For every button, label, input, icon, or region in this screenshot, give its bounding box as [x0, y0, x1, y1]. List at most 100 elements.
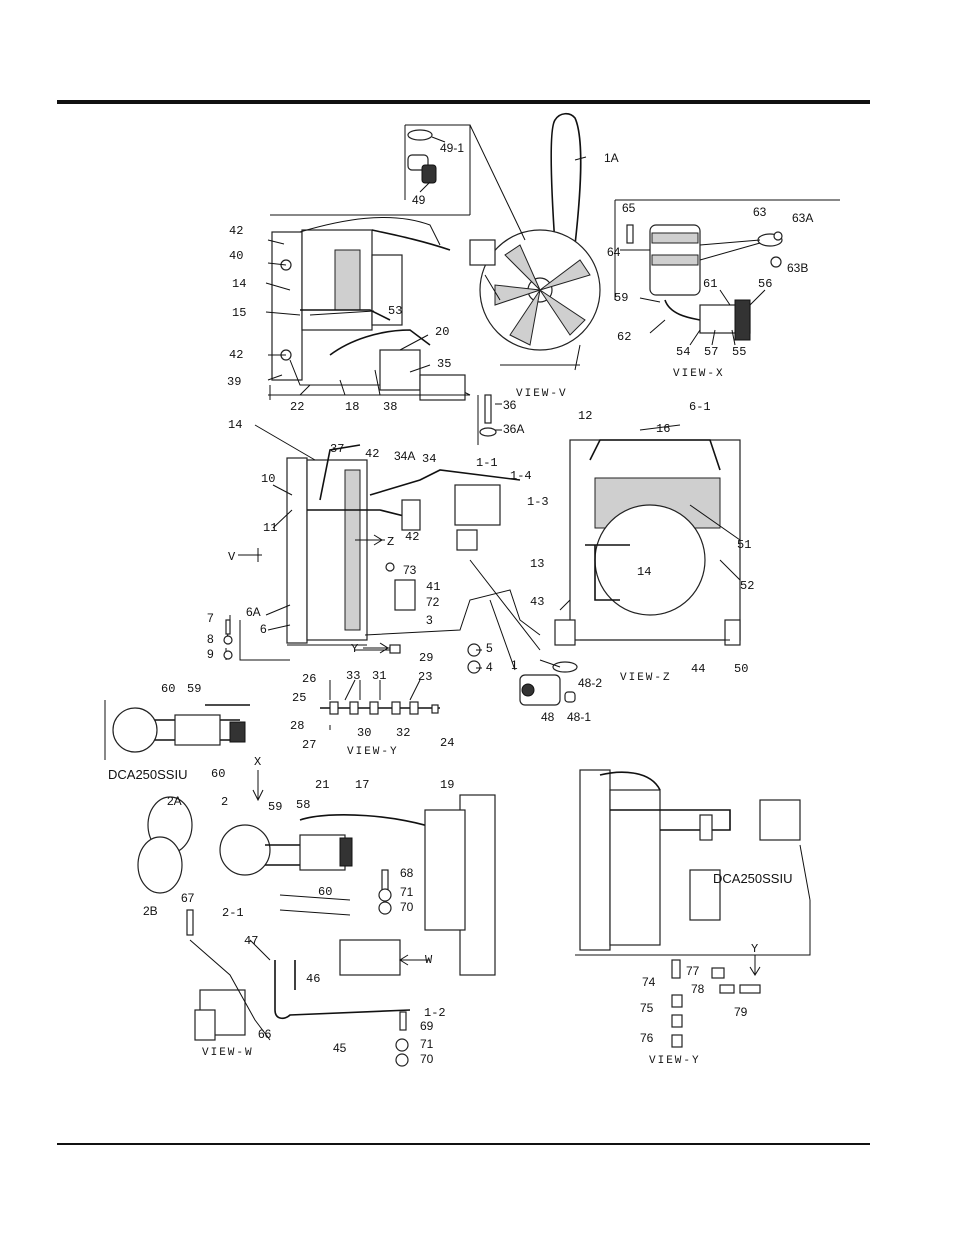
view-z-radiator	[554, 424, 741, 646]
callout-label: 69	[420, 1019, 434, 1033]
callout-label: 57	[704, 345, 718, 359]
lower-right-assembly	[575, 769, 811, 956]
callout-label: 48-1	[567, 710, 591, 724]
callout-label: 8	[207, 632, 214, 646]
callout-label: 25	[292, 691, 306, 705]
callout-label: 29	[419, 651, 433, 665]
callout-label: 14	[228, 418, 242, 432]
callout-label: 63A	[792, 211, 813, 225]
callout-label: 16	[656, 422, 670, 436]
callout-label: 68	[400, 866, 414, 880]
callout-label: 50	[734, 662, 748, 676]
view-title: VIEW-Y	[347, 746, 399, 758]
callout-label: 21	[315, 778, 329, 792]
callout-label: 6	[260, 622, 267, 636]
callout-label: 38	[383, 400, 397, 414]
callout-label: 54	[676, 345, 690, 359]
callout-label: 11	[263, 521, 277, 535]
callout-label: 1-2	[424, 1006, 446, 1020]
view-title: VIEW-X	[673, 368, 725, 380]
callout-label: 59	[614, 291, 628, 305]
view-title: VIEW-Y	[649, 1055, 701, 1067]
callout-label: 47	[244, 934, 258, 948]
callout-label: 42	[229, 348, 243, 362]
callout-label: 32	[396, 726, 410, 740]
callout-label: 56	[758, 277, 772, 291]
callout-label: 40	[229, 249, 243, 263]
view-y-upper-hoses	[320, 679, 440, 730]
callout-label: 64	[607, 245, 621, 259]
callout-label: 67	[181, 891, 195, 905]
callout-label: 78	[691, 982, 705, 996]
sensor-parts	[519, 659, 578, 706]
callout-label: 1-4	[510, 469, 532, 483]
callout-label: 45	[333, 1041, 347, 1055]
callout-label: 19	[440, 778, 454, 792]
top-left-assembly	[265, 214, 471, 401]
callout-label: 2	[221, 795, 228, 809]
callout-label: 49-1	[440, 141, 464, 155]
callout-label: 2B	[143, 904, 158, 918]
callout-label: 60	[211, 767, 225, 781]
arrow-marker-label: Y	[751, 942, 758, 956]
callout-label: 34	[422, 452, 436, 466]
callout-label: 6A	[246, 605, 261, 619]
view-x-air-cleaner	[614, 199, 840, 346]
callout-label: 3	[426, 613, 433, 627]
callout-label: 24	[440, 736, 454, 750]
model-note: DCA250SSIU	[713, 871, 792, 886]
callout-label: 22	[290, 400, 304, 414]
callout-label: 53	[388, 304, 402, 318]
callout-label: 60	[161, 682, 175, 696]
callout-label: 36A	[503, 422, 524, 436]
callout-label: 34A	[394, 449, 415, 463]
footer-rule	[57, 1143, 870, 1145]
callout-label: 44	[691, 662, 705, 676]
callout-label: 70	[400, 900, 414, 914]
callout-label: 2A	[167, 794, 182, 808]
callout-label: 18	[345, 400, 359, 414]
callout-label: 49	[412, 193, 426, 207]
air-intake-assembly	[137, 794, 496, 1067]
callout-label: 17	[355, 778, 369, 792]
callout-label: 79	[734, 1005, 748, 1019]
callout-label: 52	[740, 579, 754, 593]
callout-label: 63B	[787, 261, 808, 275]
callout-label: 20	[435, 325, 449, 339]
model-note: DCA250SSIU	[108, 767, 187, 782]
callout-label: 2-1	[222, 906, 244, 920]
callout-label: 14	[232, 277, 246, 291]
callout-label: 4	[486, 660, 493, 674]
callout-label: 71	[400, 885, 414, 899]
arrow-markers	[238, 534, 761, 976]
callout-label: 76	[640, 1031, 654, 1045]
callout-label: 33	[346, 669, 360, 683]
arrow-marker-label: Y	[351, 642, 358, 656]
callout-label: 71	[420, 1037, 434, 1051]
callout-label: 65	[622, 201, 636, 215]
callout-label: 61	[703, 277, 717, 291]
callout-label: 27	[302, 738, 316, 752]
callout-label: 48	[541, 710, 555, 724]
callout-label: 74	[642, 975, 656, 989]
arrow-marker-label: W	[425, 953, 433, 967]
callout-label: 9	[207, 647, 214, 661]
callout-label: 5	[486, 641, 493, 655]
header-rule	[57, 100, 870, 104]
callout-label: 42	[405, 530, 419, 544]
callout-label: 72	[426, 595, 440, 609]
callout-label: 26	[302, 672, 316, 686]
callout-label: 66	[258, 1027, 272, 1041]
callout-label: 75	[640, 1001, 654, 1015]
view-title: VIEW-Z	[620, 672, 672, 684]
callout-label: 1	[511, 658, 518, 672]
radiator-assembly	[223, 424, 541, 674]
callout-label: 7	[207, 611, 214, 625]
view-title: VIEW-W	[202, 1047, 254, 1059]
callout-label: 23	[418, 670, 432, 684]
callout-label: 39	[227, 375, 241, 389]
callout-labels: 42 40 14 15 53 42 39 22 18 38 20 35 49-1…	[108, 141, 813, 1067]
callout-label: 77	[686, 964, 700, 978]
arrow-marker-label: Z	[387, 535, 394, 549]
